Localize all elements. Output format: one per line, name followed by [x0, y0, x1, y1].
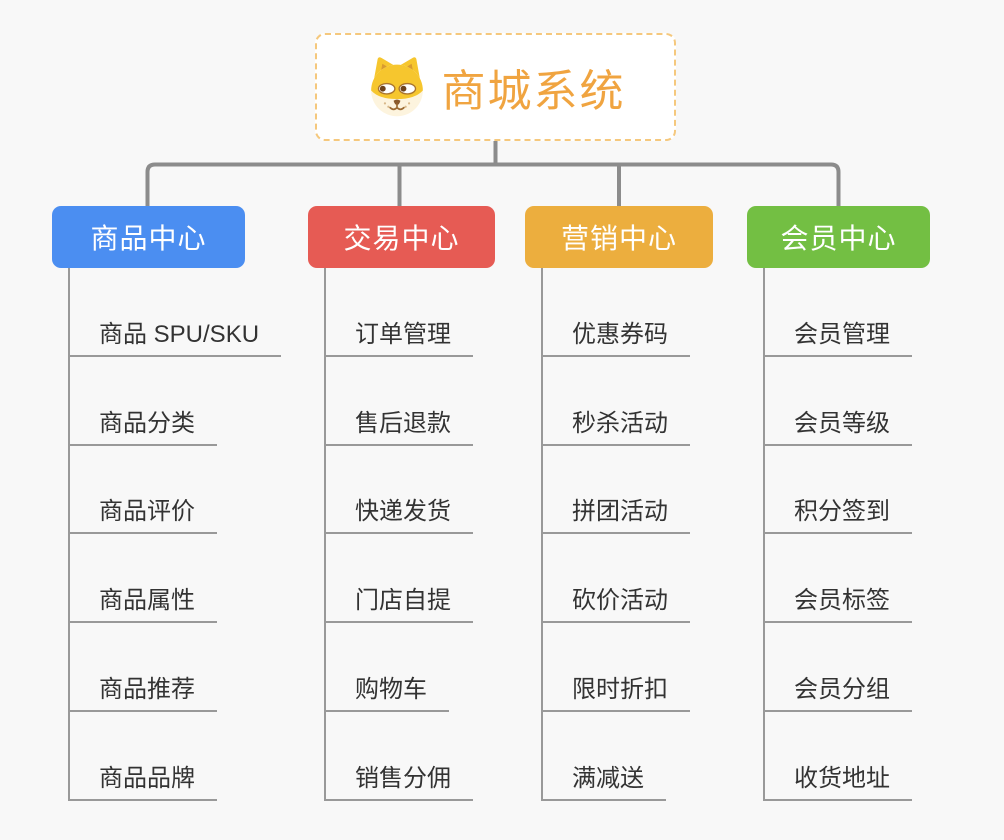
branch-label: 营销中心 — [560, 223, 677, 254]
branch-column-trade-center: 交易中心订单管理售后退款快递发货门店自提购物车销售分佣 — [308, 206, 495, 801]
child-topic[interactable]: 商品属性 — [68, 586, 217, 624]
child-topic-row: 砍价活动 — [525, 534, 713, 624]
branch-bus-line — [145, 162, 841, 206]
child-topic-row: 会员分组 — [747, 623, 930, 712]
child-topic-row: 门店自提 — [308, 534, 495, 624]
child-topic-row: 订单管理 — [308, 268, 495, 357]
branch-trunk-line — [763, 268, 765, 801]
dog-face-icon — [370, 57, 423, 117]
child-topic[interactable]: 快递发货 — [324, 497, 473, 535]
child-topic-row: 商品分类 — [52, 357, 245, 446]
child-topic-row: 商品推荐 — [52, 623, 245, 712]
child-topic[interactable]: 销售分佣 — [324, 764, 473, 801]
child-topic[interactable]: 会员标签 — [763, 586, 912, 624]
child-topic-row: 销售分佣 — [308, 712, 495, 801]
child-topic[interactable]: 拼团活动 — [541, 497, 690, 535]
branch-children: 会员管理会员等级积分签到会员标签会员分组收货地址 — [747, 268, 930, 801]
child-topic[interactable]: 限时折扣 — [541, 675, 690, 712]
branch-children: 订单管理售后退款快递发货门店自提购物车销售分佣 — [308, 268, 495, 801]
child-topic[interactable]: 商品 SPU/SKU — [68, 320, 282, 357]
child-topic[interactable]: 优惠券码 — [541, 320, 690, 357]
branch-children: 商品 SPU/SKU 商品分类商品评价商品属性商品推荐商品品牌 — [52, 268, 282, 801]
branch-label: 商品中心 — [90, 223, 207, 254]
branch-trunk-line — [541, 268, 543, 801]
child-topic-row: 满减送 — [525, 712, 713, 801]
child-topic[interactable]: 商品分类 — [68, 409, 217, 446]
child-topic[interactable]: 会员分组 — [763, 675, 912, 712]
child-topic[interactable]: 商品品牌 — [68, 764, 217, 801]
child-topic-row: 秒杀活动 — [525, 357, 713, 446]
child-topic[interactable]: 购物车 — [324, 675, 449, 712]
branch-node-trade-center[interactable]: 交易中心 — [308, 206, 495, 268]
child-topic-row: 收货地址 — [747, 712, 930, 801]
branch-node-marketing-center[interactable]: 营销中心 — [525, 206, 713, 268]
child-topic[interactable]: 满减送 — [541, 764, 666, 801]
child-topic-row: 优惠券码 — [525, 268, 713, 357]
branch-label: 交易中心 — [343, 223, 460, 254]
child-topic[interactable]: 秒杀活动 — [541, 409, 690, 446]
branch-node-member-center[interactable]: 会员中心 — [747, 206, 930, 268]
child-topic[interactable]: 会员等级 — [763, 409, 912, 446]
child-topic-row: 商品 SPU/SKU — [52, 268, 282, 357]
child-topic[interactable]: 门店自提 — [324, 586, 473, 624]
child-topic-row: 会员等级 — [747, 357, 930, 446]
child-topic[interactable]: 订单管理 — [324, 320, 473, 357]
root-node-mall-system[interactable]: 商城系统 — [315, 33, 676, 141]
child-topic-row: 售后退款 — [308, 357, 495, 446]
branch-node-product-center[interactable]: 商品中心 — [52, 206, 245, 268]
branch-column-product-center: 商品中心商品 SPU/SKU 商品分类商品评价商品属性商品推荐商品品牌 — [52, 206, 282, 801]
child-topic[interactable]: 砍价活动 — [541, 586, 690, 624]
child-topic[interactable]: 会员管理 — [763, 320, 912, 357]
child-topic-row: 积分签到 — [747, 446, 930, 535]
child-topic[interactable]: 售后退款 — [324, 409, 473, 446]
branch-column-member-center: 会员中心会员管理会员等级积分签到会员标签会员分组收货地址 — [747, 206, 930, 801]
child-topic[interactable]: 商品推荐 — [68, 675, 217, 712]
child-topic-row: 限时折扣 — [525, 623, 713, 712]
branch-trunk-line — [324, 268, 326, 801]
child-topic[interactable]: 积分签到 — [763, 497, 912, 535]
child-topic-row: 商品属性 — [52, 534, 245, 624]
child-topic-row: 拼团活动 — [525, 446, 713, 535]
root-node-title: 商城系统 — [441, 67, 626, 116]
child-topic-row: 会员管理 — [747, 268, 930, 357]
child-topic[interactable]: 收货地址 — [763, 764, 912, 801]
child-topic-row: 购物车 — [308, 623, 495, 712]
child-topic[interactable]: 商品评价 — [68, 497, 217, 535]
child-topic-row: 会员标签 — [747, 534, 930, 624]
child-topic-row: 商品评价 — [52, 446, 245, 535]
branch-column-marketing-center: 营销中心优惠券码秒杀活动拼团活动砍价活动限时折扣满减送 — [525, 206, 713, 801]
branch-label: 会员中心 — [780, 223, 897, 254]
branch-children: 优惠券码秒杀活动拼团活动砍价活动限时折扣满减送 — [525, 268, 713, 801]
child-topic-row: 商品品牌 — [52, 712, 245, 801]
branch-trunk-line — [68, 268, 70, 801]
child-topic-row: 快递发货 — [308, 446, 495, 535]
